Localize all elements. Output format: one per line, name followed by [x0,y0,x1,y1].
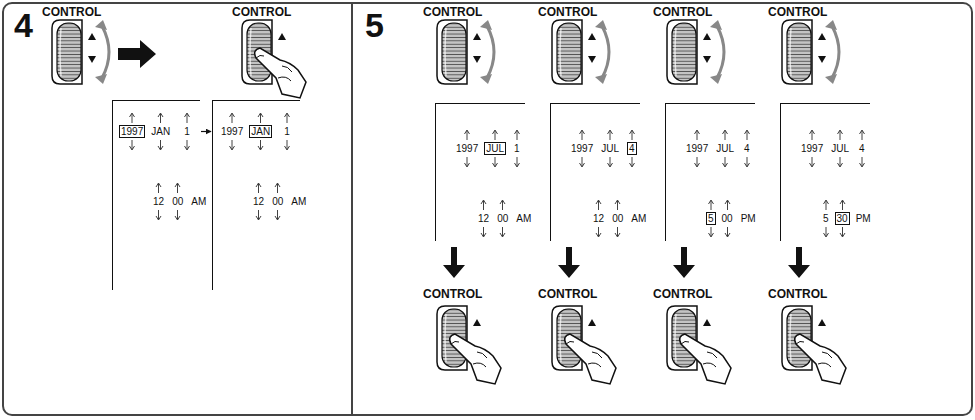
control-label: CONTROL [653,6,712,20]
display-screen: 1997 JUL 4 5 00 PM [665,103,755,241]
display-value: 12 [251,195,266,208]
down-arrow [788,247,810,278]
display-value: 4 [742,142,752,155]
display-value: 12 [151,195,166,208]
control-dial-press [552,306,616,384]
display-screen: 1997JAN11200AM [112,100,200,290]
step-arrow [118,40,156,68]
control-label: CONTROL [538,6,597,20]
display-value: 00 [170,195,185,208]
control-label: CONTROL [768,6,827,20]
control-dial-press [782,306,846,384]
display-value: 4 [857,142,867,155]
down-arrow [558,247,580,278]
control-dial-turn [552,20,609,84]
display-value: JUL [599,142,621,155]
display-value: JAN [249,125,272,138]
step-number: 5 [365,8,384,42]
display-value: 1997 [799,142,825,155]
display-value: 1997 [569,142,595,155]
display-value: AM [629,212,648,225]
step-connector [201,131,211,132]
display-value: 1997 [454,142,480,155]
display-value: 1 [512,142,522,155]
display-value: PM [854,212,873,225]
display-value: 1997 [684,142,710,155]
display-value: 1 [282,125,292,138]
display-value: AM [289,195,308,208]
display-value: 30 [835,212,850,225]
control-dial-turn [782,20,839,84]
control-dial-press [667,306,731,384]
control-label: CONTROL [653,288,712,302]
control-label: CONTROL [232,6,291,20]
display-value: 5 [706,212,716,225]
control-label: CONTROL [423,288,482,302]
display-screen: 1997JUL41200AM [550,103,640,241]
display-value: 5 [821,212,831,225]
control-label: CONTROL [538,288,597,302]
control-label: CONTROL [768,288,827,302]
display-screen: 1997 JUL 4 5 30 PM [780,103,870,241]
display-value: 00 [720,212,735,225]
control-dial-press [242,20,306,98]
display-value: 1997 [119,125,145,138]
control-label: CONTROL [42,6,101,20]
step-panel: 4 1997 JAN 1 12 00 AM 1997 JAN 1 12 00 AM [2,2,353,416]
control-dial-press [437,306,501,384]
display-value: 1997 [219,125,245,138]
step-number: 4 [14,8,33,42]
display-screen: 1997JUL11200AM [435,103,525,241]
display-value: JAN [149,125,172,138]
down-arrow [443,247,465,278]
step-panel: 5 1997 JUL 1 12 00 AM 1997 JUL 4 12 00 AM 1997 JUL 4 5 00… [353,2,973,416]
display-value: 1 [182,125,192,138]
display-value: JUL [829,142,851,155]
display-value: 4 [627,142,637,155]
control-dial-turn [437,20,494,84]
control-label: CONTROL [423,6,482,20]
control-dial-turn [52,20,109,84]
control-dial-turn [667,20,724,84]
display-screen: 1997JAN11200AM [212,100,300,290]
down-arrow [673,247,695,278]
display-value: 00 [270,195,285,208]
display-value: AM [189,195,208,208]
display-value: 12 [591,212,606,225]
display-value: 12 [476,212,491,225]
display-value: JUL [714,142,736,155]
display-value: 00 [610,212,625,225]
display-value: AM [514,212,533,225]
display-value: 00 [495,212,510,225]
display-value: JUL [484,142,506,155]
display-value: PM [739,212,758,225]
